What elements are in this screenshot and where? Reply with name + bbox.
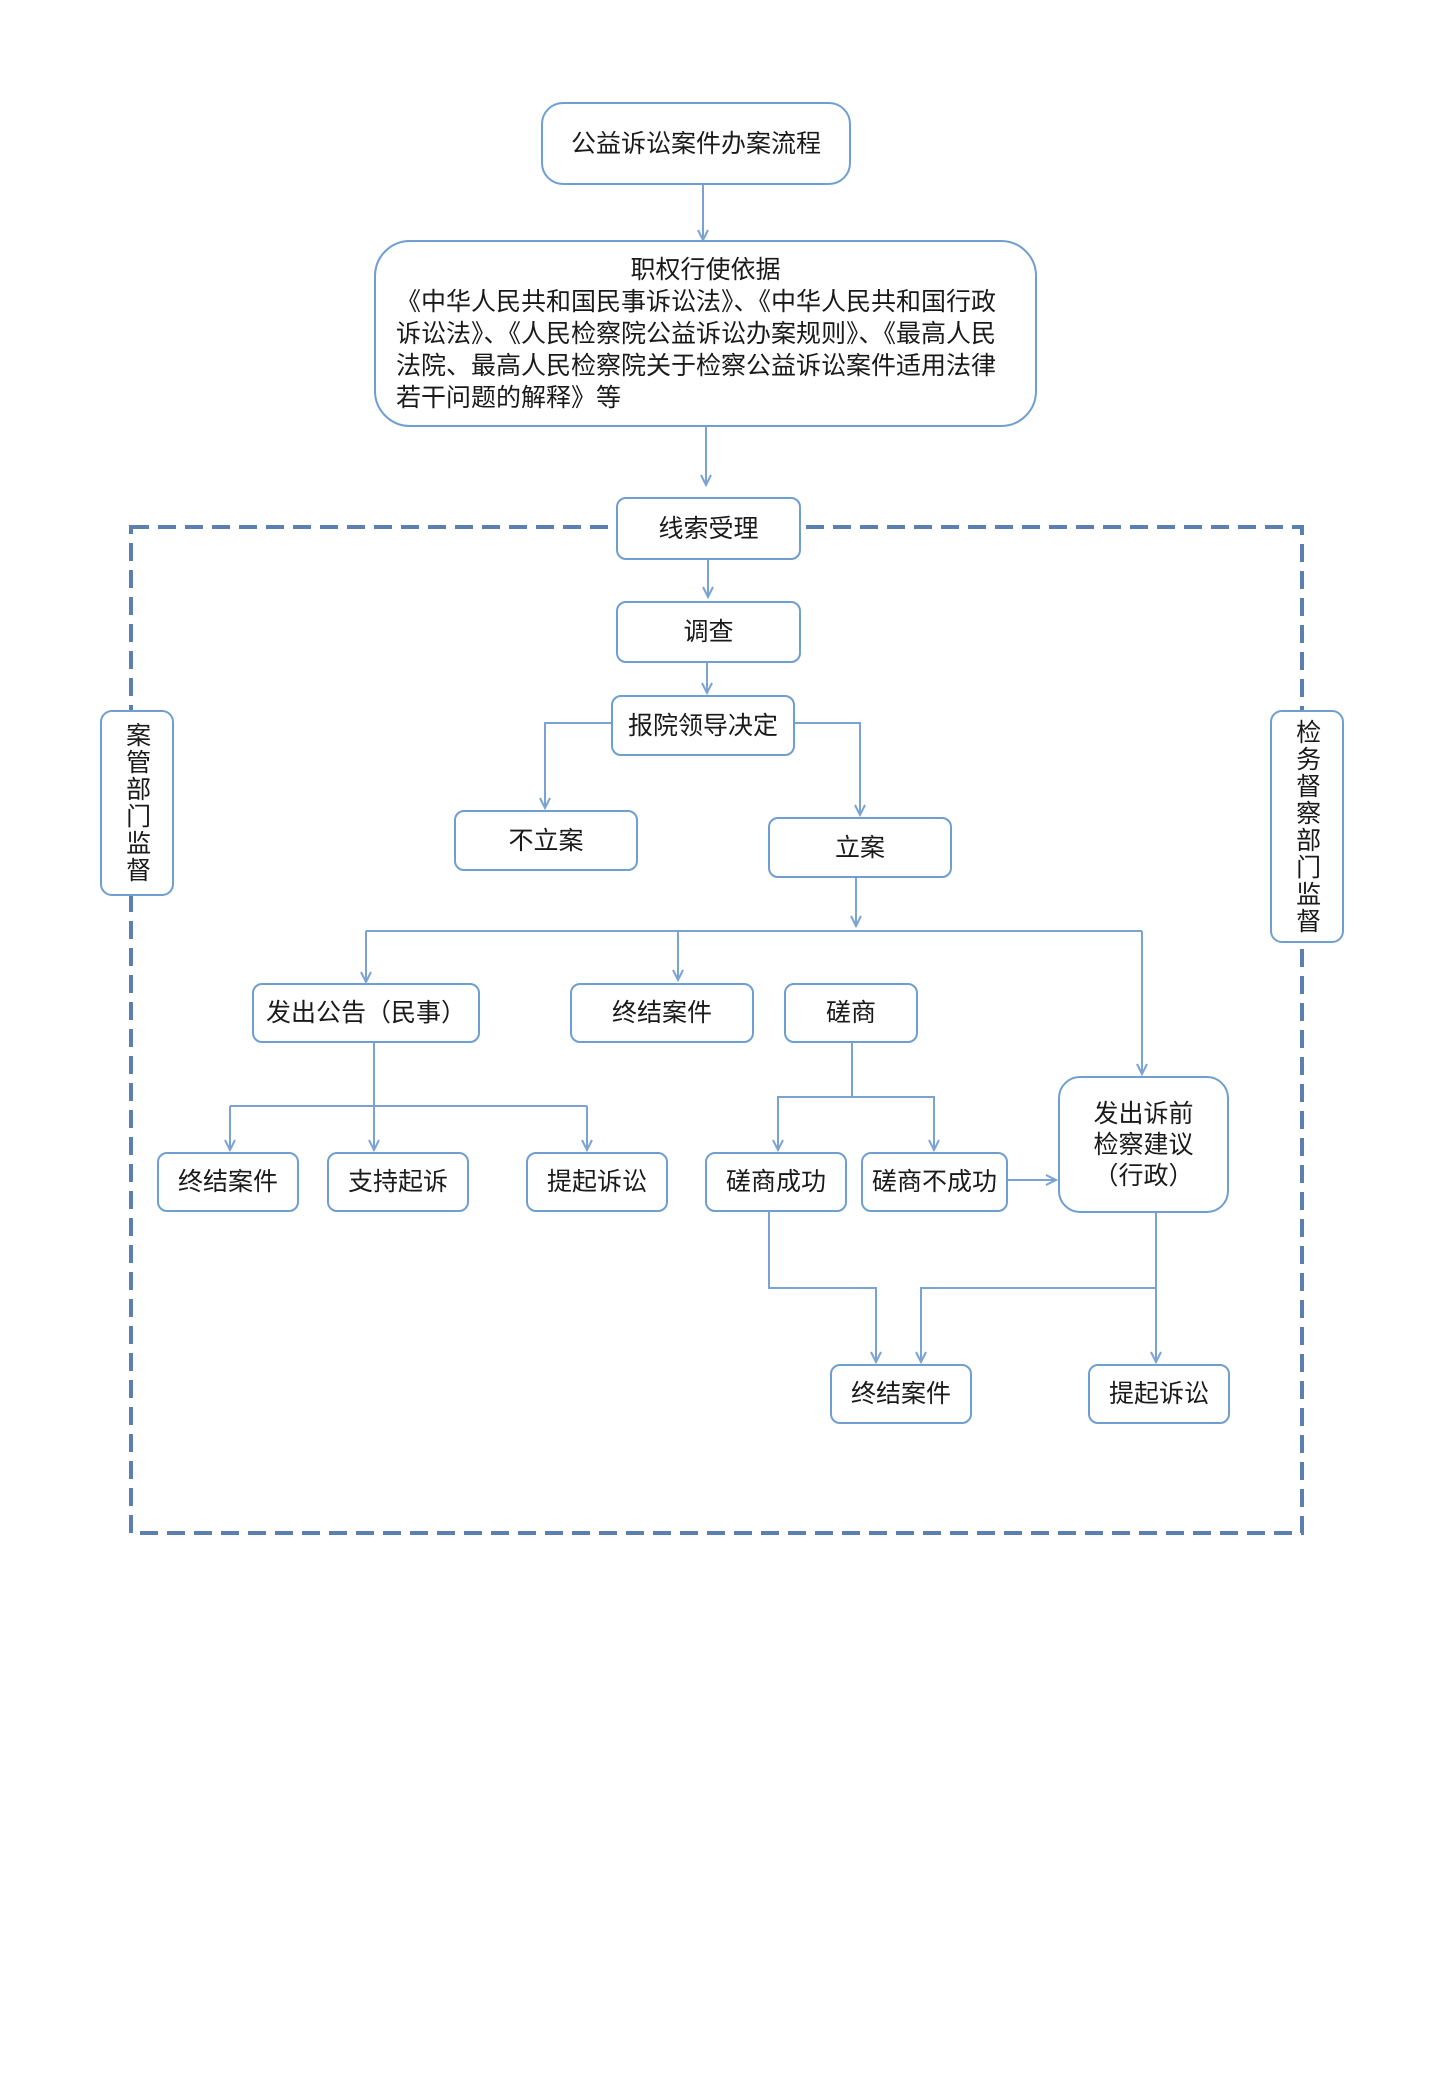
node-investigation-text: 调查 bbox=[683, 617, 734, 647]
node-leader-decision-text: 报院领导决定 bbox=[627, 710, 778, 740]
arrow-pre-suit-to-terminate bbox=[915, 1287, 1156, 1365]
node-consult-fail-text: 磋商不成功 bbox=[871, 1167, 997, 1197]
node-clue-acceptance: 线索受理 bbox=[616, 497, 801, 560]
node-terminate-mid-text: 终结案件 bbox=[611, 998, 712, 1028]
node-file-suit-bottom-text: 提起诉讼 bbox=[1108, 1379, 1209, 1409]
node-announcement-text: 发出公告（民事） bbox=[265, 998, 466, 1028]
node-consult-fail: 磋商不成功 bbox=[861, 1152, 1008, 1212]
node-announcement: 发出公告（民事） bbox=[252, 983, 480, 1043]
node-leader-decision: 报院领导决定 bbox=[611, 695, 795, 756]
node-no-filing-text: 不立案 bbox=[508, 825, 584, 855]
node-terminate-bottom: 终结案件 bbox=[830, 1364, 972, 1424]
node-filing-text: 立案 bbox=[834, 832, 885, 862]
arrow-decision-to-no-filing bbox=[539, 722, 611, 811]
supervision-frame bbox=[129, 525, 1304, 1535]
node-terminate-mid: 终结案件 bbox=[570, 983, 754, 1043]
arrow-success-to-terminate bbox=[768, 1211, 882, 1365]
arrow-to-consult-fail bbox=[852, 1096, 940, 1153]
node-filing: 立案 bbox=[768, 817, 952, 878]
node-file-suit-left: 提起诉讼 bbox=[526, 1152, 668, 1212]
node-support-suit: 支持起诉 bbox=[327, 1152, 469, 1212]
node-terminate-bottom-text: 终结案件 bbox=[850, 1379, 951, 1409]
node-no-filing: 不立案 bbox=[454, 810, 638, 871]
node-file-suit-bottom: 提起诉讼 bbox=[1088, 1364, 1230, 1424]
side-label-right: 检务督察部门监督 bbox=[1270, 710, 1344, 943]
node-clue-acceptance-text: 线索受理 bbox=[658, 513, 759, 543]
node-terminate-left: 终结案件 bbox=[157, 1152, 299, 1212]
arrow-to-consult-success bbox=[772, 1096, 852, 1153]
node-file-suit-left-text: 提起诉讼 bbox=[546, 1167, 647, 1197]
flowchart-title: 公益诉讼案件办案流程 bbox=[541, 102, 851, 185]
node-terminate-left-text: 终结案件 bbox=[177, 1167, 278, 1197]
node-pre-suit-line3: （行政） bbox=[1093, 1161, 1194, 1191]
legal-basis-heading: 职权行使依据 bbox=[630, 254, 781, 284]
node-consult-success-text: 磋商成功 bbox=[725, 1167, 826, 1197]
node-consult-success: 磋商成功 bbox=[705, 1152, 847, 1212]
side-label-right-text: 检务督察部门监督 bbox=[1292, 718, 1322, 935]
legal-basis-box: 职权行使依据 《中华人民共和国民事诉讼法》、《中华人民共和国行政诉讼法》、《人民… bbox=[374, 240, 1037, 427]
node-support-suit-text: 支持起诉 bbox=[347, 1167, 448, 1197]
node-consultation-text: 磋商 bbox=[825, 998, 876, 1028]
node-pre-suit-recommendation: 发出诉前 检察建议 （行政） bbox=[1058, 1076, 1229, 1213]
node-consultation: 磋商 bbox=[784, 983, 918, 1043]
flowchart-title-text: 公益诉讼案件办案流程 bbox=[570, 128, 821, 158]
node-investigation: 调查 bbox=[616, 601, 801, 663]
arrow-decision-to-filing bbox=[795, 722, 866, 818]
node-pre-suit-line1: 发出诉前 bbox=[1093, 1098, 1194, 1128]
node-pre-suit-line2: 检察建议 bbox=[1093, 1129, 1194, 1159]
side-label-left-text: 案管部门监督 bbox=[122, 722, 152, 884]
legal-basis-text: 《中华人民共和国民事诉讼法》、《中华人民共和国行政诉讼法》、《人民检察院公益诉讼… bbox=[396, 286, 997, 412]
side-label-left: 案管部门监督 bbox=[100, 710, 174, 896]
